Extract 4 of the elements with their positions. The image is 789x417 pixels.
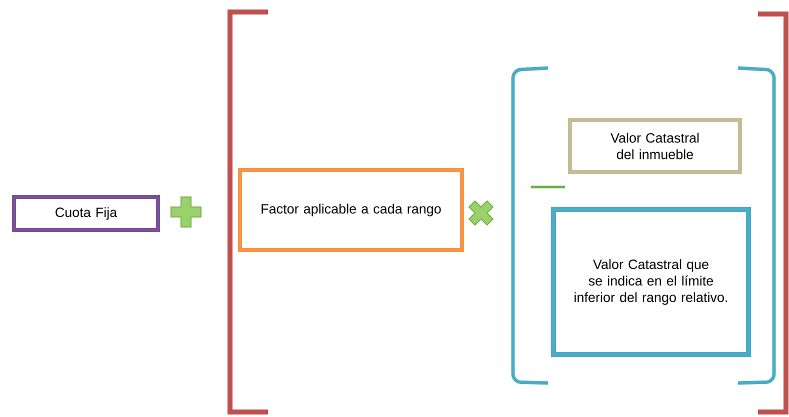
text-box: Factor aplicable a cada rango <box>238 168 464 252</box>
text-box: Valor Catastral que se indica en el límite inferior del rango relativo. <box>551 207 751 357</box>
text-box: Valor Catastral del inmueble <box>568 118 742 174</box>
text-box: Cuota Fija <box>12 195 160 232</box>
